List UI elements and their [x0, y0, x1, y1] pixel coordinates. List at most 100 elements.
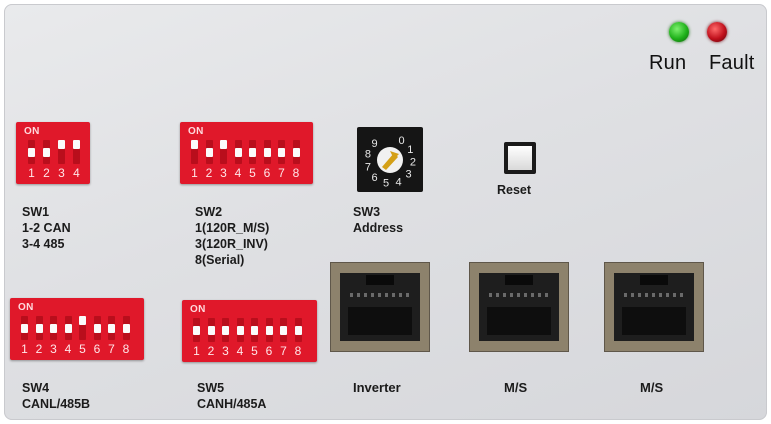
dip-knob [35, 324, 43, 333]
dip-actuator[interactable] [292, 140, 300, 164]
dip-knob [280, 326, 287, 335]
inverter-port[interactable] [330, 262, 430, 352]
dip-position-number: 8 [122, 342, 130, 356]
dip-position-number: 3 [222, 344, 229, 358]
sw1-on-marker: ON [24, 126, 40, 137]
dip-actuator[interactable] [21, 316, 28, 340]
dip-knob [222, 326, 229, 335]
dip-position-number: 3 [50, 342, 57, 356]
dip-position-number: 7 [278, 166, 285, 180]
dip-actuator[interactable] [263, 140, 271, 164]
sw3-line1: Address [353, 221, 404, 235]
dip-knob [249, 148, 256, 157]
dip-position-number: 5 [251, 344, 258, 358]
dip-position-number: 7 [280, 344, 287, 358]
dip-actuator[interactable] [222, 318, 229, 342]
ms-port-2-label: M/S [640, 380, 664, 395]
dip-actuator[interactable] [234, 140, 242, 164]
dip-actuator[interactable] [220, 140, 227, 164]
dip-position-number: 3 [58, 166, 65, 180]
sw3-name: SW3 [353, 205, 381, 219]
reset-button[interactable] [504, 142, 536, 174]
dip-actuator[interactable] [251, 318, 258, 342]
dial-digit: 7 [365, 161, 371, 173]
dial-digit: 8 [365, 149, 371, 161]
dip-actuator[interactable] [58, 140, 65, 164]
dip-actuator[interactable] [207, 318, 215, 342]
dip-actuator[interactable] [122, 316, 130, 340]
dip-actuator[interactable] [280, 318, 287, 342]
dip-actuator[interactable] [73, 140, 80, 164]
dip-actuator[interactable] [35, 316, 43, 340]
sw5-name: SW5 [197, 381, 225, 395]
dip-actuator[interactable] [236, 318, 244, 342]
dip-knob [263, 148, 271, 157]
dip-knob [236, 326, 244, 335]
dip-knob [294, 326, 302, 335]
ms-port-1[interactable] [469, 262, 569, 352]
dip-knob [234, 148, 242, 157]
dip-knob [93, 324, 101, 333]
dial-digit: 9 [372, 138, 378, 150]
dip-actuator[interactable] [294, 318, 302, 342]
dip-position-number: 4 [236, 344, 244, 358]
sw4-name: SW4 [22, 381, 50, 395]
dip-knob [122, 324, 130, 333]
sw1-name: SW1 [22, 205, 50, 219]
dip-position-number: 1 [191, 166, 198, 180]
dip-actuator[interactable] [79, 316, 86, 340]
dip-actuator[interactable] [265, 318, 273, 342]
dip-knob [43, 148, 50, 157]
dip-position-number: 8 [292, 166, 300, 180]
sw2-name: SW2 [195, 205, 223, 219]
dip-actuator[interactable] [50, 316, 57, 340]
dip-actuator[interactable] [43, 140, 50, 164]
dip-actuator[interactable] [191, 140, 198, 164]
dip-position-number: 4 [234, 166, 242, 180]
dial-digit: 0 [398, 135, 404, 147]
dip-knob [50, 324, 57, 333]
sw1-line2: 3-4 485 [22, 237, 65, 251]
dip-actuator[interactable] [93, 316, 101, 340]
dip-position-number: 4 [73, 166, 80, 180]
sw2-on-marker: ON [188, 126, 204, 137]
sw2-line2: 3(120R_INV) [195, 237, 268, 251]
dip-knob [64, 324, 72, 333]
dip-position-number: 3 [220, 166, 227, 180]
sw4-on-marker: ON [18, 302, 34, 313]
dip-position-number: 5 [249, 166, 256, 180]
dip-actuator[interactable] [28, 140, 35, 164]
dip-position-number: 4 [64, 342, 72, 356]
sw2-line3: 8(Serial) [195, 253, 245, 267]
sw2-line1: 1(120R_M/S) [195, 221, 270, 235]
dip-position-number: 6 [265, 344, 273, 358]
dip-actuator[interactable] [205, 140, 213, 164]
dip-position-number: 1 [28, 166, 35, 180]
fault-led [707, 22, 727, 42]
dial-digit: 2 [410, 157, 416, 169]
dial-digit: 4 [396, 176, 402, 188]
dip-knob [58, 140, 65, 149]
ms-port-2[interactable] [604, 262, 704, 352]
dip-actuator[interactable] [193, 318, 200, 342]
dial-digit: 5 [383, 178, 389, 190]
dip-position-number: 8 [294, 344, 302, 358]
dip-actuator[interactable] [278, 140, 285, 164]
dip-actuator[interactable] [64, 316, 72, 340]
dip-position-number: 2 [207, 344, 215, 358]
dip-actuator[interactable] [249, 140, 256, 164]
inverter-port-label: Inverter [353, 380, 401, 395]
dip-knob [292, 148, 300, 157]
dip-position-number: 1 [193, 344, 200, 358]
dial-digit: 1 [407, 144, 413, 156]
dip-actuator[interactable] [108, 316, 115, 340]
dial-digit: 3 [406, 169, 412, 181]
dip-knob [193, 326, 200, 335]
dip-knob [79, 316, 86, 325]
